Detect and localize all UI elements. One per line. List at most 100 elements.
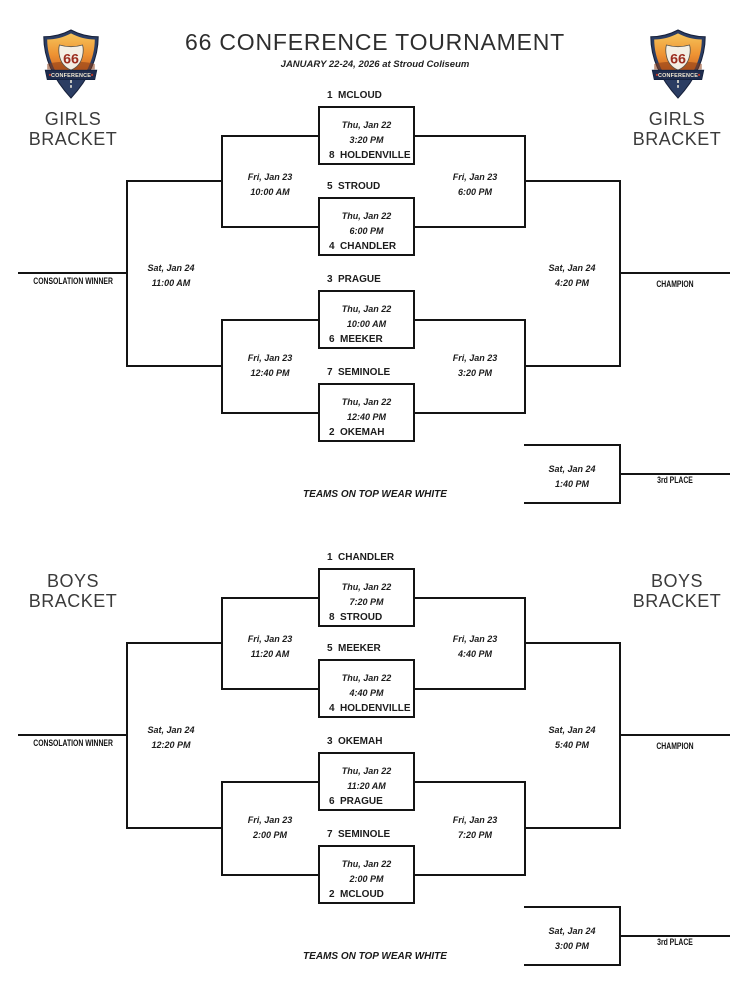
logo-banner-text: CONFERENCE: [658, 73, 698, 79]
consolation-winner-label: CONSOLATION WINNER: [33, 738, 113, 749]
seed: 7: [327, 829, 333, 840]
bracket-line: [524, 444, 620, 446]
seed: 2: [329, 427, 335, 438]
bracket-line: [221, 319, 223, 414]
game-time: 4:20 PM: [554, 278, 589, 288]
bracket-line: [524, 964, 620, 966]
game-time: 6:00 PM: [457, 187, 492, 197]
game-time: 3:20 PM: [457, 368, 492, 378]
bracket-line: [415, 135, 525, 137]
seed: 3: [327, 736, 333, 747]
bracket-line: [222, 319, 318, 321]
game-time: 12:40 PM: [250, 368, 290, 378]
game-date: Sat, Jan 24: [147, 263, 195, 273]
bracket-line: [18, 734, 127, 736]
game-time: 1:40 PM: [554, 479, 589, 489]
game-date: Thu, Jan 22: [341, 397, 392, 407]
team-name: MEEKER: [340, 334, 383, 345]
bracket-line: [18, 272, 127, 274]
team-bottom: 6 PRAGUE: [329, 796, 383, 807]
third-place-label: 3rd PLACE: [657, 475, 693, 486]
bracket-line: [127, 180, 222, 182]
bracket-line: [222, 688, 318, 690]
bracket-line: [415, 319, 525, 321]
game-date: Thu, Jan 22: [341, 766, 392, 776]
bracket-line: [524, 502, 620, 504]
logo-66-text: 66: [63, 51, 79, 67]
champion-label: CHAMPION: [656, 279, 694, 290]
team-top: 5 STROUD: [318, 181, 415, 197]
bracket-line: [126, 642, 128, 829]
seed: 2: [329, 889, 335, 900]
page-subtitle: JANUARY 22-24, 2026 at Stroud Coliseum: [280, 59, 470, 70]
team-name: MCLOUD: [340, 889, 384, 900]
semifinal-bottom-schedule: Fri, Jan 23 3:20 PM: [427, 351, 523, 381]
bracket-line: [524, 906, 620, 908]
bracket-line: [222, 135, 318, 137]
bracket-line: [222, 874, 318, 876]
game-time: 2:00 PM: [349, 874, 384, 884]
boys-bracket-section: BOYS BRACKET BOYS BRACKET: [0, 547, 750, 967]
seed: 3: [327, 274, 333, 285]
team-bottom: 2 OKEMAH: [329, 427, 384, 438]
game-date: Fri, Jan 23: [452, 172, 498, 182]
team-name: OKEMAH: [340, 427, 385, 438]
game-date: Sat, Jan 24: [548, 464, 596, 474]
seed: 8: [329, 612, 335, 623]
bracket-line: [415, 412, 525, 414]
team-name: CHANDLER: [340, 241, 397, 252]
game-date: Thu, Jan 22: [341, 120, 392, 130]
game-time: 7:20 PM: [349, 597, 384, 607]
seed: 7: [327, 367, 333, 378]
game-date: Fri, Jan 23: [247, 172, 293, 182]
seed: 6: [329, 796, 335, 807]
seed: 5: [327, 181, 333, 192]
bracket-line: [415, 874, 525, 876]
champion-label: CHAMPION: [656, 741, 694, 752]
page-title: 66 CONFERENCE TOURNAMENT: [184, 29, 565, 55]
seed: 4: [329, 241, 335, 252]
game-time: 4:40 PM: [457, 649, 492, 659]
game-date: Thu, Jan 22: [341, 304, 392, 314]
bracket-line: [222, 412, 318, 414]
team-name: PRAGUE: [340, 796, 383, 807]
team-name: STROUD: [338, 181, 381, 192]
game-time: 2:00 PM: [252, 830, 287, 840]
seed: 8: [329, 150, 335, 161]
bracket-line: [221, 135, 223, 228]
champion-line: [619, 734, 730, 736]
bracket-line: [222, 226, 318, 228]
game-time: 11:00 AM: [151, 278, 191, 288]
boys-bracket-title-left: BOYS BRACKET: [28, 571, 118, 611]
game-date: Sat, Jan 24: [548, 725, 596, 735]
game-date: Fri, Jan 23: [452, 353, 498, 363]
seed: 6: [329, 334, 335, 345]
bracket-line: [221, 597, 223, 690]
girls-bracket-section: GIRLS BRACKET GIRLS BRACKET: [0, 85, 750, 505]
bracket-line: [415, 688, 525, 690]
team-name: HOLDENVILLE: [340, 150, 411, 161]
game-date: Fri, Jan 23: [247, 634, 293, 644]
